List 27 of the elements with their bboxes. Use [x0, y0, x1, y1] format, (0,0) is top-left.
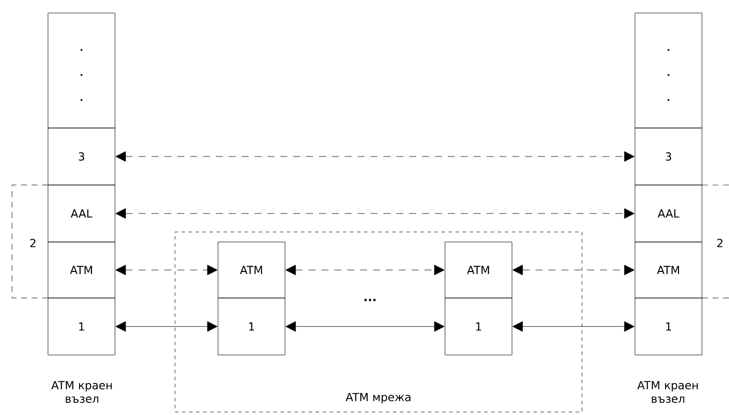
layer-cell: AAL	[48, 184, 116, 242]
arrow	[286, 321, 444, 332]
layer-cell: ATM	[634, 242, 702, 298]
layer-cell: ATM	[218, 242, 286, 298]
layer-cell: 3	[634, 128, 702, 186]
ellipsis: ...	[364, 298, 376, 302]
layer-cell	[48, 12, 116, 128]
layer-cell: AAL	[634, 184, 702, 242]
layer-cell: 1	[48, 298, 116, 356]
layer-cell	[634, 12, 702, 128]
arrow	[116, 321, 218, 332]
node-caption: ATM краен възел	[51, 381, 112, 403]
arrow	[116, 264, 218, 276]
layer-cell: 1	[218, 298, 286, 356]
layer-cell: ATM	[444, 242, 512, 298]
arrow	[512, 321, 634, 332]
layer-cell: ATM	[48, 242, 116, 298]
arrow	[286, 264, 444, 276]
arrow	[116, 151, 634, 162]
arrow	[116, 208, 634, 219]
node-caption: ATM краен възел	[637, 381, 698, 403]
group-label: 2	[30, 238, 36, 248]
layer-cell: 1	[634, 298, 702, 356]
arrow	[512, 264, 634, 276]
layer-cell: 1	[444, 298, 512, 356]
layer-cell: 3	[48, 128, 116, 186]
group-label: 2	[717, 238, 722, 248]
